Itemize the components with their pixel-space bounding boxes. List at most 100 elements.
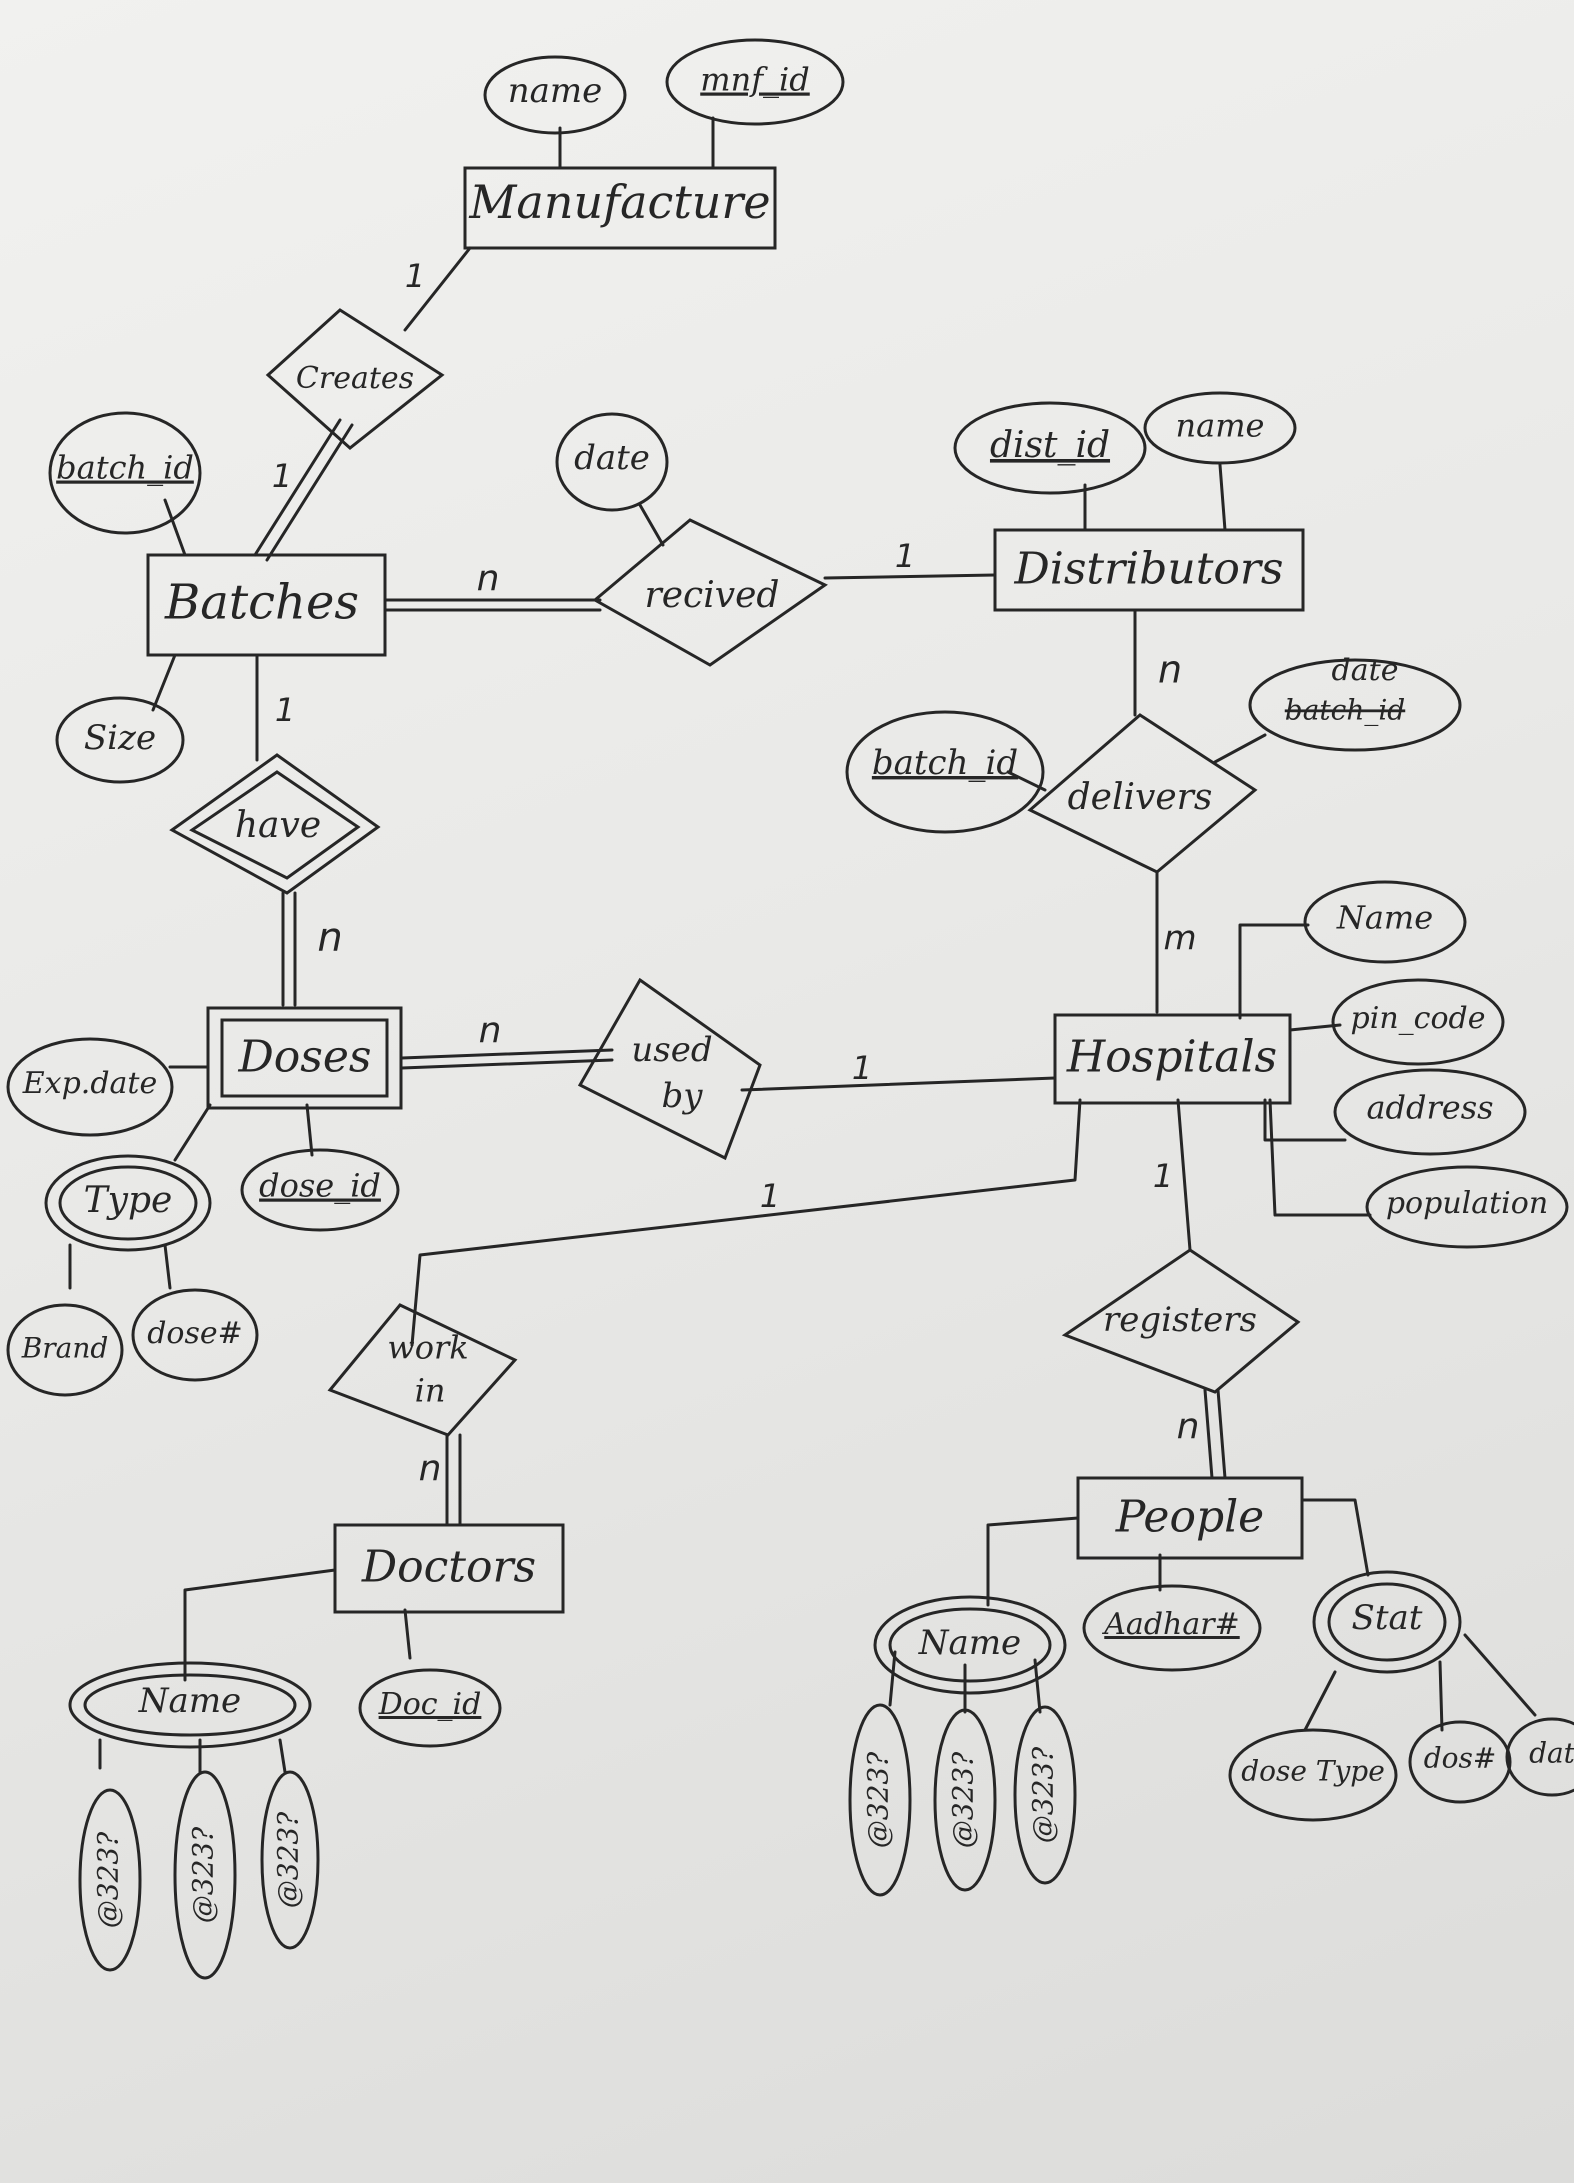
attribute-status-dose-type-label: dose Type: [1241, 1755, 1385, 1788]
attribute-mnf-id: mnf_id: [665, 38, 845, 126]
cardinality-recived-distributors: 1: [895, 537, 915, 575]
entity-people-label: People: [1115, 1492, 1264, 1543]
relationship-recived: recived: [592, 518, 828, 667]
attribute-size: Size: [55, 696, 185, 784]
cardinality-workin-doctors: n: [419, 1448, 442, 1489]
relationship-used-by-label-2: by: [662, 1076, 704, 1116]
attribute-people-name-part-3: @323?: [1013, 1705, 1077, 1885]
attribute-brand-label: Brand: [21, 1332, 109, 1365]
attribute-dist-id-label: dist_id: [990, 425, 1110, 466]
attribute-hospital-name: Name: [1303, 880, 1467, 964]
attribute-exp-date: Exp.date: [6, 1037, 174, 1137]
cardinality-creates-manufacture: 1: [405, 257, 425, 295]
attribute-people-name-part-2: @323?: [933, 1708, 997, 1892]
attribute-pin-code-label: pin_code: [1351, 1001, 1486, 1036]
attribute-batch-id-label: batch_id: [56, 449, 194, 487]
attribute-people-name-part-1: @323?: [848, 1703, 912, 1897]
attribute-doctor-name-part-1-label: @323?: [92, 1831, 125, 1928]
attribute-deliver-date-label: date: [1332, 653, 1399, 688]
attribute-population-label: population: [1386, 1186, 1548, 1221]
cardinality-labels: 1 1 n 1 1 n n m n 1 1 n 1 n: [272, 257, 1200, 1489]
entity-people: People: [1076, 1476, 1304, 1560]
relationship-delivers: delivers: [1027, 713, 1258, 874]
attribute-dose-no: dose#: [131, 1288, 259, 1382]
entity-batches-label: Batches: [164, 575, 359, 631]
cardinality-delivers-hospitals: m: [1163, 919, 1196, 959]
attribute-deliver-batch-id-label: batch_id: [872, 743, 1018, 783]
attribute-hospital-name-label: Name: [1336, 899, 1433, 937]
attribute-manufacture-name: name: [483, 55, 627, 135]
relationship-used-by: used by: [577, 977, 762, 1161]
attribute-dose-id: dose_id: [240, 1148, 400, 1232]
attribute-recived-date-label: date: [574, 438, 650, 478]
cardinality-workin-hospitals: 1: [760, 1177, 780, 1215]
attribute-people-name-part-1-label: @323?: [862, 1751, 895, 1848]
attribute-dist-name: name: [1143, 391, 1297, 465]
relationship-registers: registers: [1061, 1248, 1301, 1394]
cardinality-have-doses: n: [317, 915, 342, 961]
attribute-people-name: Name: [873, 1595, 1067, 1695]
attribute-doctor-name-part-1: @323?: [78, 1788, 142, 1972]
relationship-have-label: have: [235, 805, 321, 846]
entity-doses: Doses: [206, 1006, 403, 1110]
relationship-creates-label: Creates: [296, 361, 414, 396]
attribute-status-dose-no: dos#: [1408, 1720, 1512, 1804]
attribute-doc-id: Doc_id: [358, 1668, 502, 1748]
relationship-work-in-label-1: work: [387, 1329, 468, 1367]
attribute-dose-no-label: dose#: [147, 1316, 243, 1351]
entity-distributors: Distributors: [993, 528, 1305, 612]
attribute-doctor-name-part-2-label: @323?: [187, 1826, 220, 1923]
attribute-status-date-label: dat: [1529, 1737, 1574, 1770]
relationship-creates: Creates: [265, 308, 445, 450]
connector-lines: [68, 116, 1537, 1774]
attribute-people-name-label: Name: [918, 1623, 1021, 1663]
relationship-registers-label: registers: [1103, 1300, 1257, 1340]
attribute-doctor-name: Name: [68, 1661, 312, 1749]
cardinality-creates-batches: 1: [272, 457, 292, 495]
attribute-size-label: Size: [84, 718, 156, 758]
attribute-type: Type: [44, 1154, 212, 1252]
attribute-population: population: [1365, 1165, 1569, 1249]
attribute-address-label: address: [1366, 1089, 1493, 1127]
attribute-people-name-part-3-label: @323?: [1027, 1746, 1060, 1843]
cardinality-delivers-distributors: n: [1158, 648, 1182, 692]
attribute-deliver-date: date batch_id: [1248, 653, 1462, 752]
relationship-delivers-label: delivers: [1068, 777, 1213, 818]
attribute-address: address: [1333, 1068, 1527, 1156]
attribute-brand: Brand: [6, 1303, 124, 1397]
relationship-have: have: [169, 753, 381, 895]
attribute-aadhaar: Aadhar#: [1082, 1584, 1262, 1672]
attribute-mnf-id-label: mnf_id: [700, 61, 810, 99]
relationship-used-by-label-1: used: [631, 1030, 712, 1070]
entity-manufacture-label: Manufacture: [468, 175, 770, 229]
attribute-doctor-name-label: Name: [138, 1681, 241, 1721]
attribute-doctor-name-part-3-label: @323?: [272, 1811, 305, 1908]
cardinality-registers-hospitals: 1: [1153, 1157, 1173, 1195]
attribute-status-label: Stat: [1352, 1598, 1423, 1638]
cardinality-registers-people: n: [1177, 1406, 1200, 1447]
attribute-status: Stat: [1312, 1570, 1462, 1674]
attribute-type-label: Type: [84, 1180, 173, 1221]
relationship-work-in-label-2: in: [415, 1372, 446, 1410]
attribute-status-date: dat: [1505, 1717, 1574, 1797]
attribute-pin-code: pin_code: [1331, 978, 1505, 1066]
relationship-recived-label: recived: [645, 575, 780, 616]
cardinality-usedby-doses: n: [479, 1010, 502, 1051]
attribute-deliver-batch-id: batch_id: [845, 710, 1045, 834]
attribute-aadhaar-label: Aadhar#: [1101, 1607, 1239, 1642]
entity-distributors-label: Distributors: [1013, 544, 1283, 595]
attribute-dose-id-label: dose_id: [259, 1167, 381, 1205]
attribute-dist-name-label: name: [1176, 407, 1265, 445]
entity-hospitals: Hospitals: [1053, 1013, 1292, 1105]
attribute-doctor-name-part-3: @323?: [260, 1770, 320, 1950]
entity-doctors: Doctors: [333, 1523, 565, 1614]
attribute-manufacture-name-label: name: [508, 71, 603, 111]
entity-hospitals-label: Hospitals: [1066, 1032, 1277, 1083]
attribute-batch-id: batch_id: [48, 411, 202, 535]
attribute-doc-id-label: Doc_id: [378, 1687, 482, 1722]
attribute-exp-date-label: Exp.date: [22, 1066, 157, 1101]
attribute-doctor-name-part-2: @323?: [173, 1770, 237, 1980]
attribute-people-name-part-2-label: @323?: [947, 1751, 980, 1848]
